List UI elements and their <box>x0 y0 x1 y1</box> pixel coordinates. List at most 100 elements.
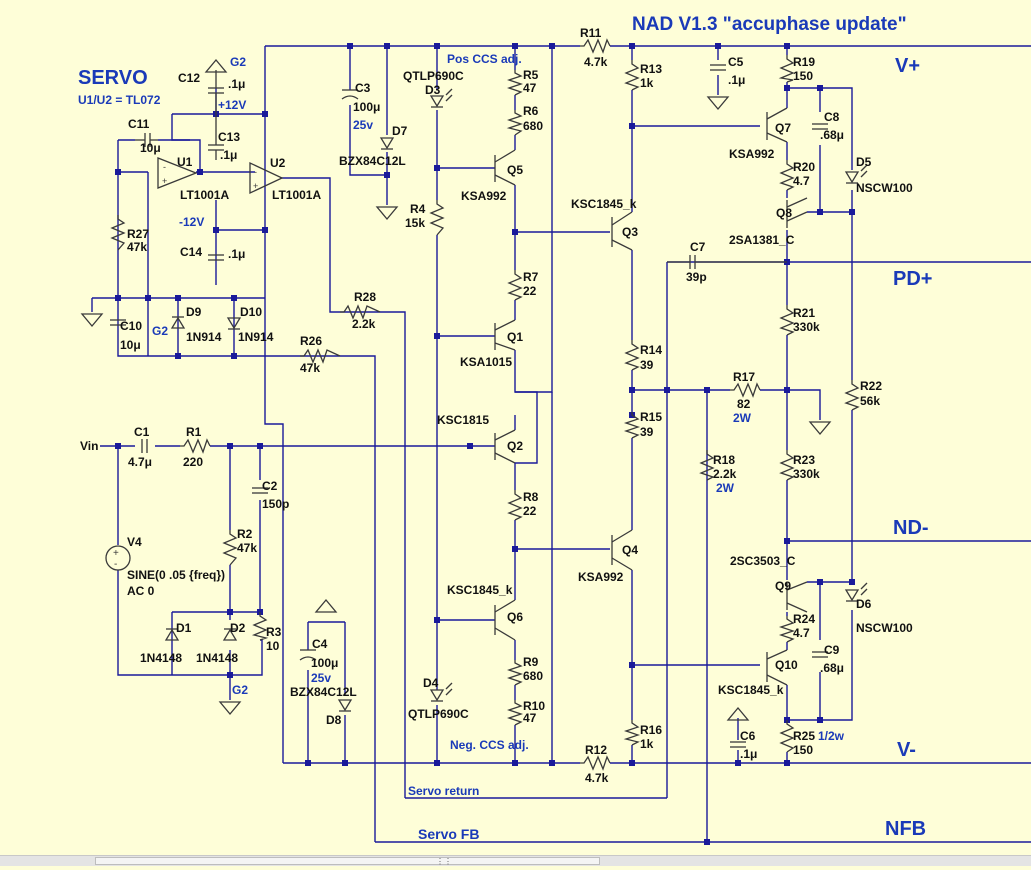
resistor-symbol[interactable] <box>778 616 796 643</box>
label-c10-ref: C10 <box>120 319 142 333</box>
svg-text:-: - <box>114 559 117 570</box>
net-label-servo-return: Servo return <box>408 784 479 798</box>
resistor-symbol[interactable] <box>506 700 524 726</box>
led-symbol[interactable] <box>429 88 453 108</box>
transistor-symbol[interactable] <box>786 581 808 613</box>
resistor-symbol[interactable] <box>507 490 523 521</box>
capacitor-symbol[interactable] <box>110 319 126 326</box>
horizontal-scrollbar[interactable]: ⋮⋮ <box>0 855 1031 866</box>
transistor-symbol[interactable] <box>611 211 633 251</box>
label-c6-ref: C6 <box>740 729 756 743</box>
resistor-symbol[interactable] <box>844 380 860 411</box>
resistor-symbol[interactable] <box>623 412 641 439</box>
resistor-symbol[interactable] <box>730 382 761 398</box>
resistor-symbol[interactable] <box>580 38 611 54</box>
net-label-g2: G2 <box>230 55 246 69</box>
led-symbol[interactable] <box>844 582 868 602</box>
resistor-symbol[interactable] <box>779 450 795 481</box>
diode-symbol[interactable] <box>226 317 242 330</box>
diode-symbol[interactable] <box>379 137 395 150</box>
resistor-symbol[interactable] <box>180 438 211 454</box>
resistor-symbol[interactable] <box>506 660 524 686</box>
transistor-symbol[interactable] <box>494 429 516 464</box>
capacitor-symbol[interactable] <box>141 439 148 453</box>
resistor-symbol[interactable] <box>506 70 524 96</box>
resistor-symbol[interactable] <box>779 160 795 191</box>
led-symbol[interactable] <box>844 164 868 184</box>
transistor-symbol[interactable] <box>494 599 516 641</box>
transistor-symbol[interactable] <box>494 149 516 186</box>
capacitor-symbol[interactable] <box>710 64 726 71</box>
svg-text:+: + <box>113 548 119 559</box>
transistor-symbol[interactable] <box>494 319 516 351</box>
capacitor-symbol[interactable] <box>252 487 268 494</box>
transistor-symbol[interactable] <box>766 649 788 686</box>
resistor-symbol[interactable] <box>580 755 611 771</box>
capacitor-symbol[interactable] <box>299 649 317 661</box>
resistor-symbol[interactable] <box>506 110 524 136</box>
led-symbol[interactable] <box>429 682 453 702</box>
label-r15-ref: R15 <box>640 410 662 424</box>
label-r14-ref: R14 <box>640 343 662 357</box>
resistor-symbol[interactable] <box>222 530 238 566</box>
transistor-symbol[interactable] <box>786 197 808 228</box>
label-r17-ref: R17 <box>733 370 755 384</box>
label-r6-ref: R6 <box>523 104 539 118</box>
transistor-symbol[interactable] <box>611 529 633 571</box>
label-v4-note: AC 0 <box>127 584 155 598</box>
resistor-symbol[interactable] <box>623 720 641 746</box>
label-q7-val: KSA992 <box>729 147 775 161</box>
resistor-symbol[interactable] <box>429 200 445 236</box>
label-c3-note: 25v <box>353 118 373 132</box>
resistor-symbol[interactable] <box>340 304 381 320</box>
resistor-symbol[interactable] <box>507 270 523 301</box>
label-r2-ref: R2 <box>237 527 253 541</box>
scrollbar-thumb[interactable]: ⋮⋮ <box>95 857 600 866</box>
label-q2-val: KSC1815 <box>437 413 489 427</box>
net-labels: V+ PD+ ND- V- NFB Vin G2 G2 G2 +12V -12V… <box>80 52 932 842</box>
diode-symbol[interactable] <box>222 628 238 641</box>
resistor-symbol[interactable] <box>300 348 341 364</box>
resistor-symbol[interactable] <box>251 612 269 641</box>
resistor-symbol[interactable] <box>624 340 640 371</box>
label-r20-val: 4.7 <box>793 174 810 188</box>
resistor-symbol[interactable] <box>110 215 126 251</box>
capacitor-symbol[interactable] <box>730 741 746 748</box>
capacitor-symbol[interactable] <box>208 70 224 114</box>
capacitor-symbol[interactable] <box>135 133 158 147</box>
capacitor-symbol[interactable] <box>812 651 828 658</box>
junctions <box>115 43 855 845</box>
op-amp-symbol[interactable]: -+ <box>157 157 198 189</box>
label-c7-val: 39p <box>686 270 707 284</box>
capacitor-symbol[interactable] <box>208 254 224 261</box>
resistor-symbol[interactable] <box>779 305 795 336</box>
resistor-symbol[interactable] <box>779 720 795 753</box>
net-label-pdplus: PD+ <box>893 268 932 290</box>
label-r4-val: 15k <box>405 216 425 230</box>
diode-symbol[interactable] <box>170 316 186 329</box>
diode-symbol[interactable] <box>337 699 353 712</box>
resistor-symbol[interactable] <box>699 450 715 481</box>
transistor-symbol[interactable] <box>766 107 788 143</box>
svg-text:-: - <box>163 162 166 172</box>
capacitor-symbol[interactable] <box>812 123 828 130</box>
capacitor-symbol[interactable] <box>208 114 224 160</box>
ground-symbol-inverted <box>314 598 338 613</box>
label-r8-ref: R8 <box>523 490 539 504</box>
label-r25-ref: R25 <box>793 729 815 743</box>
label-r9-val: 680 <box>523 669 543 683</box>
label-c11-val: 10μ <box>140 141 161 155</box>
resistor-symbol[interactable] <box>624 60 640 91</box>
voltage-source-symbol[interactable]: +- <box>105 545 131 571</box>
resistor-symbol[interactable] <box>778 55 795 83</box>
diode-symbol[interactable] <box>164 628 180 641</box>
op-amp-symbol[interactable]: -+ <box>249 161 284 195</box>
label-r22-ref: R22 <box>860 379 882 393</box>
capacitor-symbol[interactable] <box>341 89 359 100</box>
label-c3-ref: C3 <box>355 81 371 95</box>
label-r28-ref: R28 <box>354 290 376 304</box>
capacitor-symbol[interactable] <box>667 255 787 269</box>
net-label-plus12: +12V <box>218 98 246 112</box>
label-r22-val: 56k <box>860 394 880 408</box>
